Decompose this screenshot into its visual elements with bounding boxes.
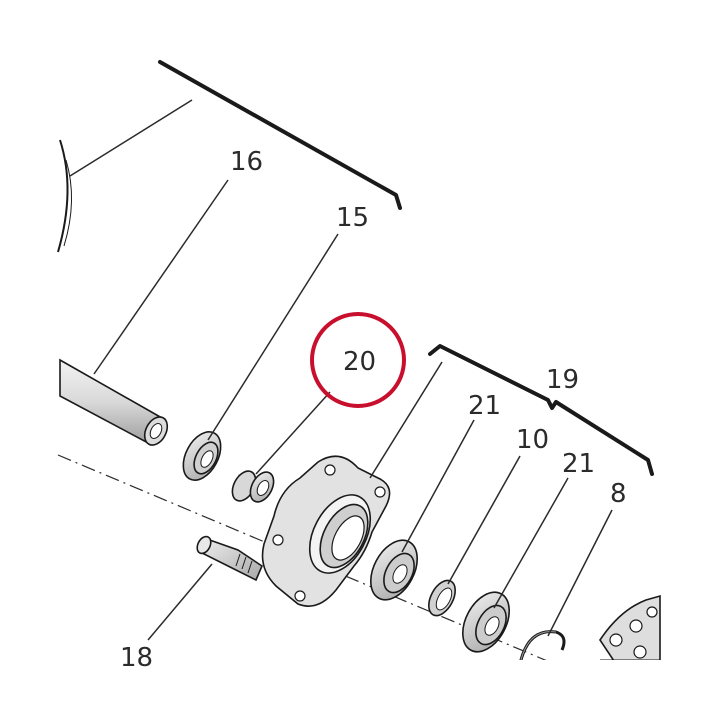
label-16: 16 [230, 147, 263, 177]
label-10: 10 [516, 425, 549, 455]
bolt-part-18 [196, 535, 263, 582]
bearing-part-15 [182, 431, 222, 481]
label-21-first: 21 [468, 391, 501, 421]
bottom-mask [0, 660, 720, 720]
hub-carrier-part-19 [261, 455, 391, 607]
label-20: 20 [343, 347, 376, 377]
leader-15 [207, 233, 339, 441]
wheel-rim-edge [57, 139, 69, 253]
label-21-second: 21 [562, 449, 595, 479]
chain-partial [599, 594, 661, 671]
circlip-part-8 [518, 630, 566, 665]
highlight-circle [310, 312, 406, 408]
axle-part-16 [59, 358, 169, 446]
wheel-rim-inner [63, 159, 72, 247]
leader-18 [147, 563, 213, 641]
bracket-19 [428, 344, 654, 476]
top-bracket [158, 60, 402, 210]
label-19: 19 [546, 365, 579, 395]
center-axis [57, 454, 641, 701]
leader-16 [93, 179, 229, 375]
top-bracket-leader [69, 99, 193, 177]
spacer-part-20 [231, 470, 275, 503]
label-8: 8 [610, 479, 627, 509]
leader-8 [547, 509, 613, 637]
leader-10 [447, 455, 521, 585]
bearing-part-21-first [370, 539, 418, 601]
leader-21-second [493, 477, 569, 609]
leader-20 [255, 391, 331, 475]
label-18: 18 [120, 643, 153, 673]
leader-19 [369, 361, 443, 479]
ring-part-10 [428, 579, 456, 617]
leader-21-first [401, 419, 475, 553]
label-15: 15 [336, 203, 369, 233]
bearing-part-21-second [462, 591, 510, 653]
